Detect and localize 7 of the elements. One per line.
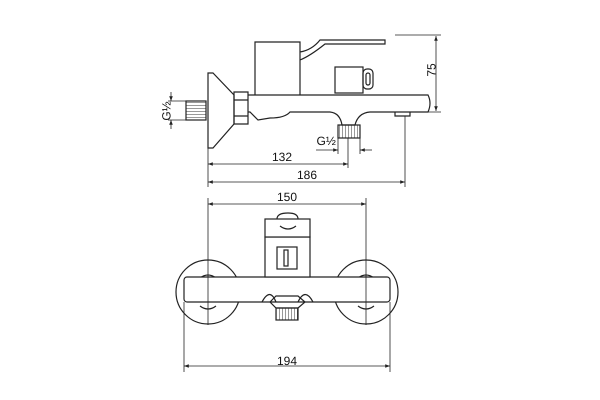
dimension-label: G½	[160, 101, 172, 121]
dimension-label: 186	[297, 169, 318, 181]
dimension-label: G½	[316, 135, 336, 147]
dimension-label: 132	[272, 151, 292, 163]
dimension-label: 194	[277, 355, 298, 367]
dimension-label: 150	[277, 191, 298, 203]
dimension-label: 75	[425, 63, 438, 77]
